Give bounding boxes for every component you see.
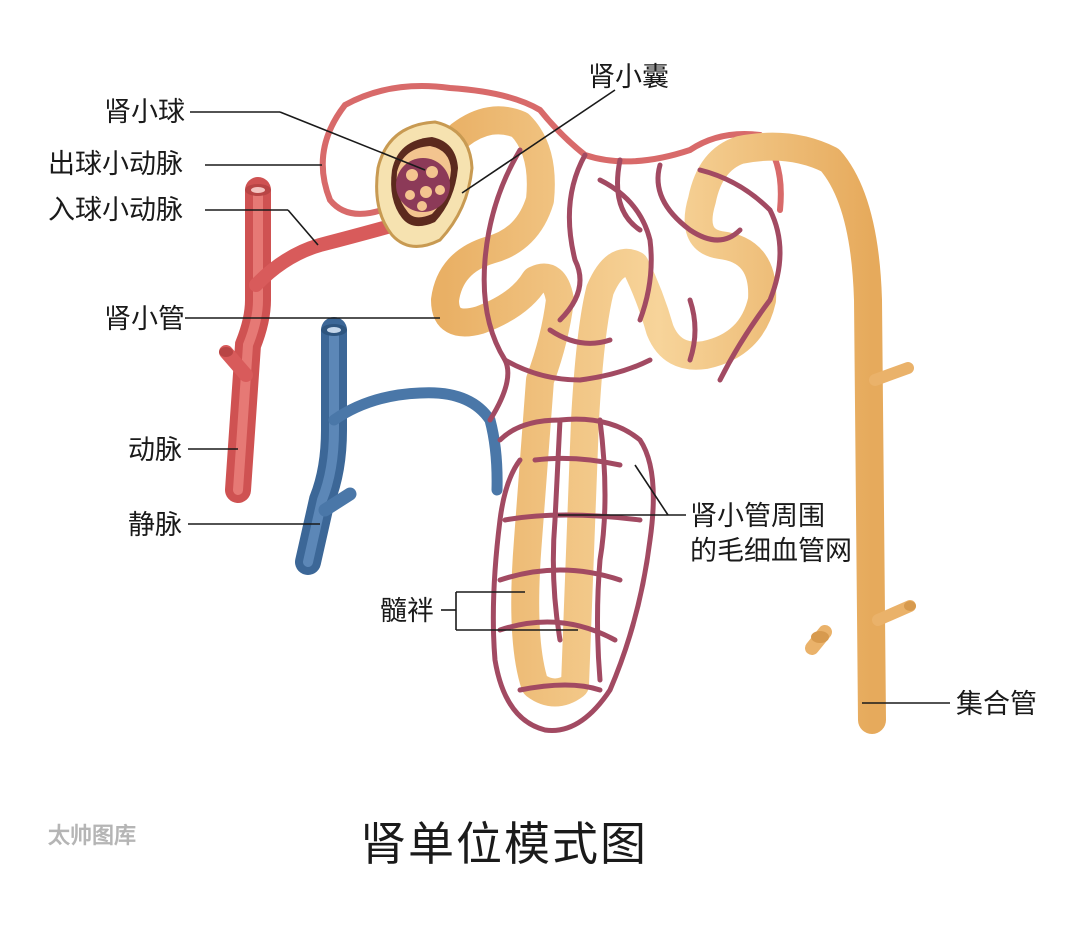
label-afferent-arteriole: 入球小动脉 [48,195,183,226]
label-collecting-duct: 集合管 [956,689,1037,720]
artery-vessel [219,177,412,503]
label-efferent-arteriole: 出球小动脉 [48,149,183,180]
label-peritubular-capillaries-2: 的毛细血管网 [690,536,852,567]
watermark: 太帅图库 [48,824,136,849]
label-peritubular-capillaries-1: 肾小管周围 [690,501,825,532]
label-loop-of-henle: 髓袢 [380,596,434,627]
label-vein: 静脉 [128,510,182,541]
capillary-network [481,147,783,733]
leader-lines [185,89,950,704]
renal-corpuscle [375,120,474,248]
label-artery: 动脉 [128,435,182,466]
label-glomerulus: 肾小球 [104,97,185,128]
page-title: 肾单位模式图 [360,817,648,871]
renal-tubule-path [431,106,916,734]
label-renal-tubule: 肾小管 [104,304,185,335]
label-bowman-capsule: 肾小囊 [588,62,669,93]
vein-vessel [295,317,503,575]
efferent-arteriole-vessel [319,83,784,217]
